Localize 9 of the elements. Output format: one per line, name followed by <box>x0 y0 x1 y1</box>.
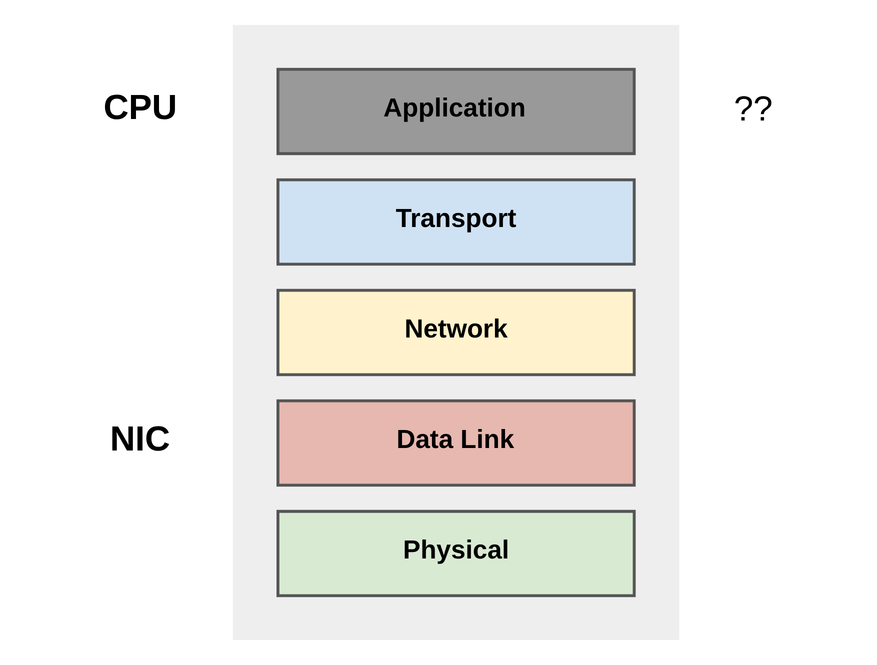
node-box: Physical <box>276 510 636 598</box>
label: NIC <box>109 420 170 459</box>
node-box: Data Link <box>276 399 636 487</box>
node-box: Transport <box>276 178 636 266</box>
cluster <box>232 24 679 640</box>
label: ?? <box>733 89 772 128</box>
label: CPU <box>102 88 177 128</box>
node-box: Network <box>276 288 636 376</box>
node-box: Application <box>276 68 636 156</box>
